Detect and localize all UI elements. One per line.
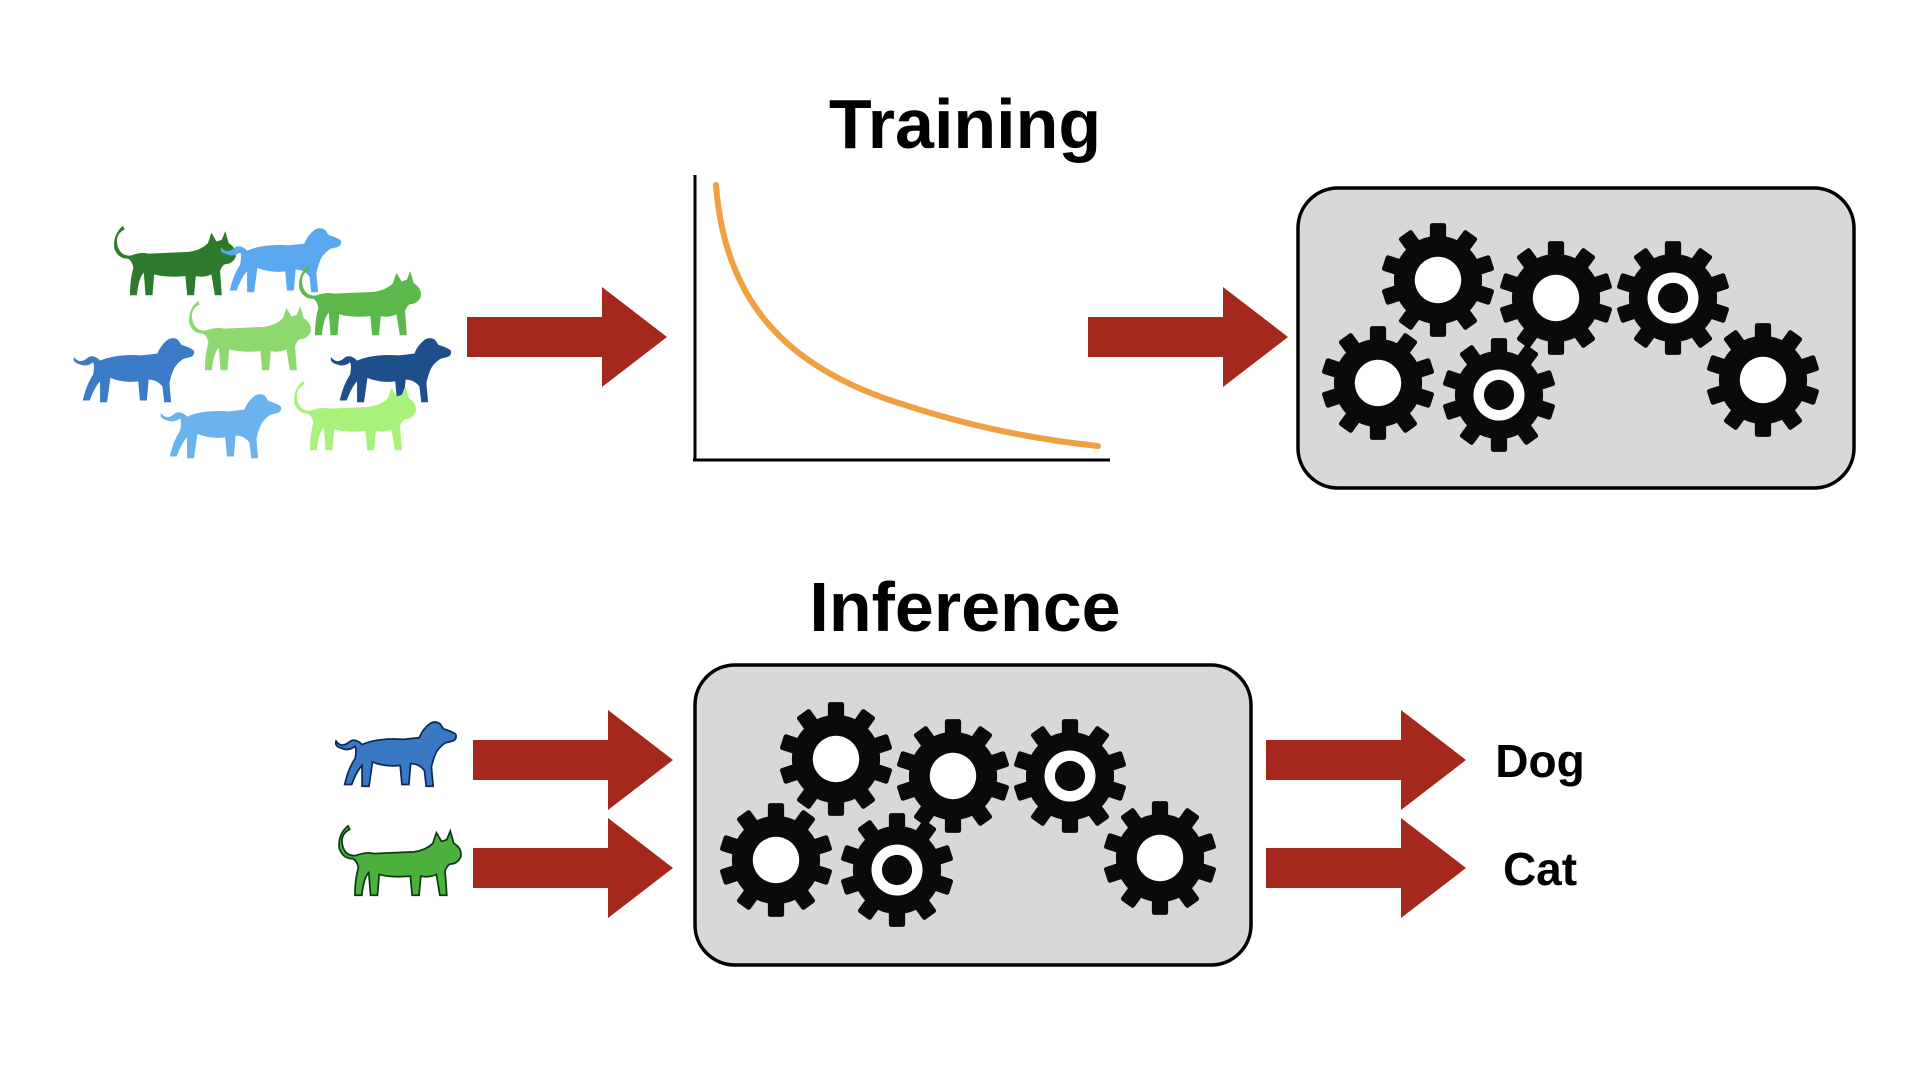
- output-label-dog: Dog: [1495, 735, 1585, 787]
- cat-icon: [114, 225, 236, 296]
- inference-arrow-dog-out: [1266, 710, 1466, 810]
- dog-icon: [334, 721, 457, 788]
- cat-icon: [299, 265, 421, 336]
- dog-icon: [220, 228, 342, 293]
- output-label-cat: Cat: [1502, 843, 1578, 895]
- inference-arrow-dog-in: [473, 710, 673, 810]
- dog-icon: [160, 394, 282, 459]
- inference-model-box: [693, 663, 1253, 967]
- loss-curve: [713, 182, 1101, 449]
- loss-chart: [693, 175, 1110, 462]
- cat-icon: [338, 824, 462, 897]
- training-arrow-to-model: [1088, 287, 1288, 387]
- inference-arrow-cat-out: [1266, 818, 1466, 918]
- inference-arrow-cat-in: [473, 818, 673, 918]
- training-arrow-to-chart: [467, 287, 667, 387]
- training-title: Training: [828, 85, 1102, 163]
- inference-title: Inference: [809, 568, 1121, 646]
- training-animal-herd: [73, 225, 452, 459]
- cat-icon: [189, 300, 311, 371]
- dog-icon: [73, 338, 195, 403]
- training-model-box: [1296, 186, 1856, 490]
